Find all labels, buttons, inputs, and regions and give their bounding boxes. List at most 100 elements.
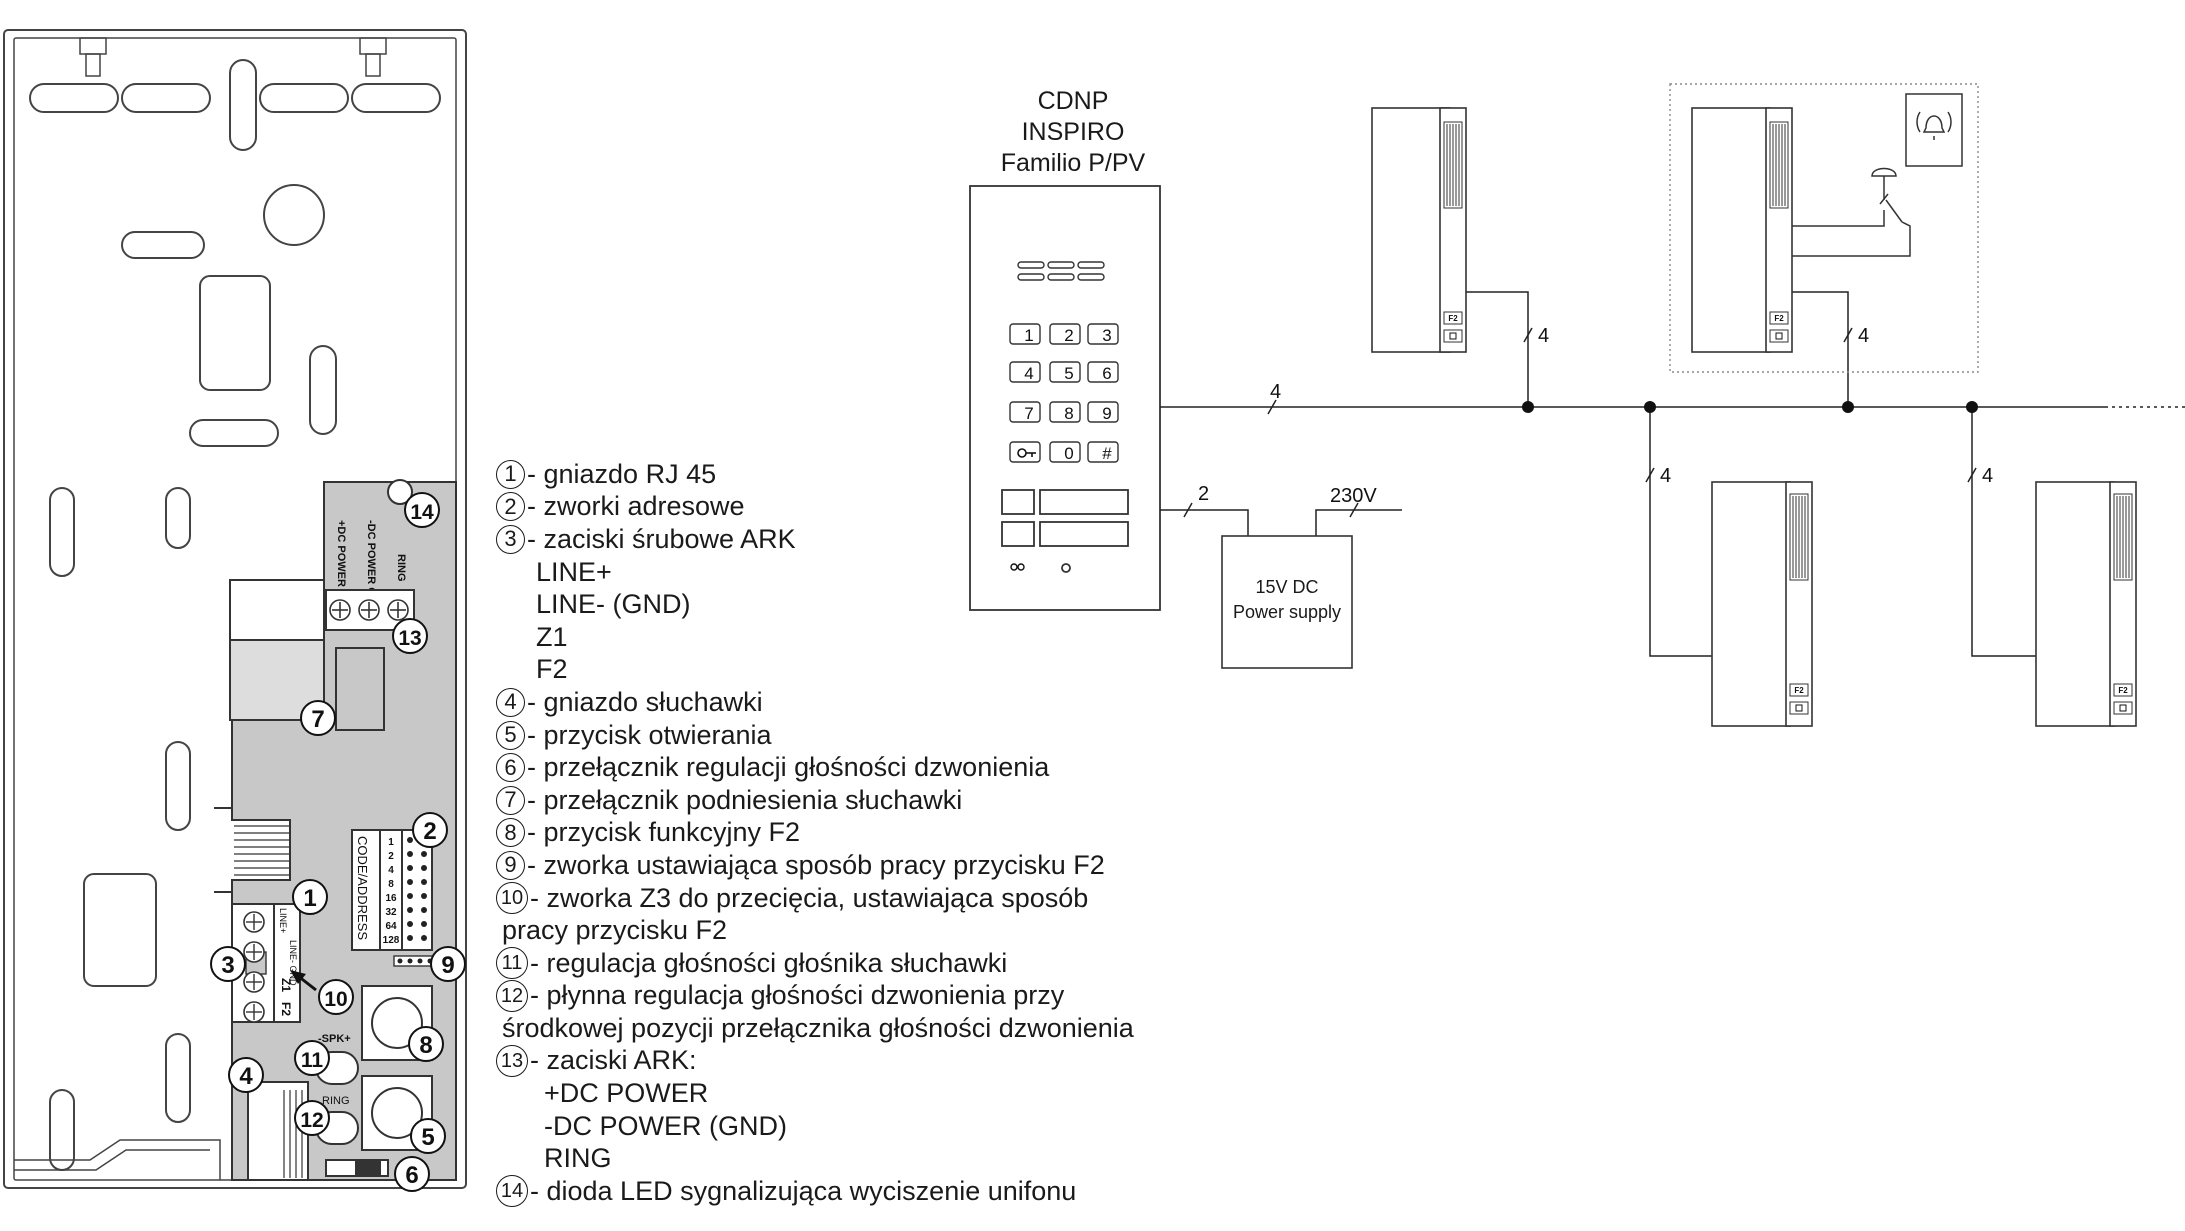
side-terminal-labels: LINE+ LINE- GND Z1 F2 <box>278 908 298 1016</box>
legend-text: -DC POWER (GND) <box>544 1110 787 1141</box>
callout-number: 11 <box>301 1049 324 1072</box>
f2-label: F2 <box>2118 686 2128 695</box>
legend-text: - przycisk funkcyjny F2 <box>527 817 801 848</box>
handset-units <box>1371 107 2137 727</box>
legend-number: 7 <box>496 785 525 815</box>
code-value: 8 <box>388 879 394 890</box>
callout-number: 4 <box>239 1063 253 1090</box>
callout-number: 5 <box>421 1124 434 1151</box>
legend-number: 9 <box>496 850 525 880</box>
bus-wires <box>1160 291 2185 657</box>
legend-row: LINE+ <box>496 556 1256 589</box>
callout-number: 13 <box>398 627 421 650</box>
key-label: # <box>1102 444 1112 463</box>
legend-row: 12 - płynna regulacja głośności dzwonien… <box>496 979 1256 1013</box>
speaker-grille-icon <box>1772 124 1786 206</box>
door-key-icon <box>2119 704 2127 712</box>
top-terminal-label: -DC POWER GND <box>365 520 377 612</box>
legend-row: 11 - regulacja głośności głośnika słucha… <box>496 947 1256 980</box>
callout-number: 1 <box>303 885 316 912</box>
psu-wire-count-label: 2 <box>1198 483 1209 505</box>
relay-switch-icon <box>1792 167 1911 257</box>
legend-row: LINE- (GND) <box>496 588 1256 621</box>
wire-count-label: 4 <box>1270 381 1281 403</box>
legend-text: - gniazdo RJ 45 <box>527 458 717 489</box>
legend-row: 14 - dioda LED sygnalizująca wyciszenie … <box>496 1175 1256 1208</box>
key-label: 1 <box>1024 326 1033 345</box>
mains-label: 230V <box>1330 485 1377 507</box>
legend-number: 10 <box>496 882 528 915</box>
handset-unit <box>1711 481 1813 727</box>
legend-text: Z1 <box>536 621 568 652</box>
legend-row: 10 - zworka Z3 do przecięcia, ustawiając… <box>496 882 1256 915</box>
legend-text: - zaciski śrubowe ARK <box>527 523 796 554</box>
legend-row: 8- przycisk funkcyjny F2 <box>496 817 1256 850</box>
legend-text: - płynna regulacja głośności dzwonienia … <box>530 980 1065 1011</box>
callout-number: 6 <box>405 1162 418 1189</box>
power-supply-line: Power supply <box>1232 602 1342 622</box>
legend-text: środkowej pozycji przełącznika głośności… <box>502 1012 1134 1043</box>
legend-number: 13 <box>496 1044 528 1077</box>
door-panel <box>969 185 1161 611</box>
callout-number: 2 <box>423 818 436 845</box>
legend-row: 6- przełącznik regulacji głośności dzwon… <box>496 751 1256 784</box>
key-label: 5 <box>1064 364 1073 383</box>
legend-number: 4 <box>496 687 525 717</box>
code-value: 4 <box>388 865 394 876</box>
wire-count-label: 4 <box>1538 325 1549 347</box>
legend-number: 2 <box>496 492 525 522</box>
side-terminal-label: Z1 <box>279 978 293 992</box>
legend-row: 4- gniazdo słuchawki <box>496 686 1256 719</box>
code-value: 16 <box>385 893 397 904</box>
legend-number: 5 <box>496 720 525 750</box>
code-address-label: CODE/ADDRESS <box>355 836 370 940</box>
legend-text: LINE- (GND) <box>536 589 691 620</box>
power-supply-label: 15V DC Power supply <box>1222 575 1352 625</box>
code-values: 1 2 4 8 16 32 64 128 <box>383 837 400 946</box>
code-value: 2 <box>388 851 394 862</box>
legend-text: - gniazdo słuchawki <box>527 686 763 717</box>
legend-text: - zworki adresowe <box>527 491 745 522</box>
legend-row: pracy przycisku F2 <box>496 914 1256 947</box>
handset-unit <box>1371 107 1467 353</box>
legend-number: 12 <box>496 979 528 1012</box>
handset-unit <box>2035 481 2137 727</box>
legend-row: RING <box>496 1142 1256 1175</box>
legend-text: - zworka ustawiająca sposób pracy przyci… <box>527 849 1105 880</box>
door-key-icon <box>1775 332 1783 340</box>
wire-count-labels: 4 4 4 4 4 2 230V <box>1198 325 1993 507</box>
key-label: 3 <box>1102 326 1111 345</box>
legend-text: F2 <box>536 654 568 685</box>
legend-text: +DC POWER <box>544 1078 709 1109</box>
camera-icon <box>1010 563 1025 571</box>
key-label: 0 <box>1064 444 1073 463</box>
legend-row: Z1 <box>496 621 1256 654</box>
legend-text: - dioda LED sygnalizująca wyciszenie uni… <box>530 1175 1077 1206</box>
top-terminal-label: RING <box>395 554 407 582</box>
legend-row: +DC POWER <box>496 1077 1256 1110</box>
f2-labels: F2 F2 F2 F2 <box>1448 314 2128 695</box>
title-line: Familio P/PV <box>1000 149 1146 177</box>
code-value: 32 <box>385 907 397 918</box>
ring-label: RING <box>322 1095 350 1107</box>
side-terminal-label: LINE- GND <box>288 940 298 986</box>
legend-text: - regulacja głośności głośnika słuchawki <box>530 947 1008 978</box>
legend-row: 7- przełącznik podniesienia słuchawki <box>496 784 1256 817</box>
code-value: 1 <box>388 837 394 848</box>
callout-number: 9 <box>441 952 454 979</box>
legend-text: pracy przycisku F2 <box>502 915 728 946</box>
key-label: 8 <box>1064 404 1073 423</box>
speaker-grilles <box>1446 124 2130 578</box>
key-label: 6 <box>1102 364 1111 383</box>
legend-row: środkowej pozycji przełącznika głośności… <box>496 1012 1256 1045</box>
top-terminal-labels: +DC POWER -DC POWER GND RING <box>335 520 407 612</box>
legend-row: 2- zworki adresowe <box>496 491 1256 524</box>
callout-number: 8 <box>419 1032 432 1059</box>
key-label: 4 <box>1024 364 1033 383</box>
legend-number: 11 <box>496 947 528 980</box>
callout-number: 3 <box>221 952 234 979</box>
title-block: CDNP INSPIRO Familio P/PV <box>968 86 1178 179</box>
handset-housing <box>3 29 467 1189</box>
